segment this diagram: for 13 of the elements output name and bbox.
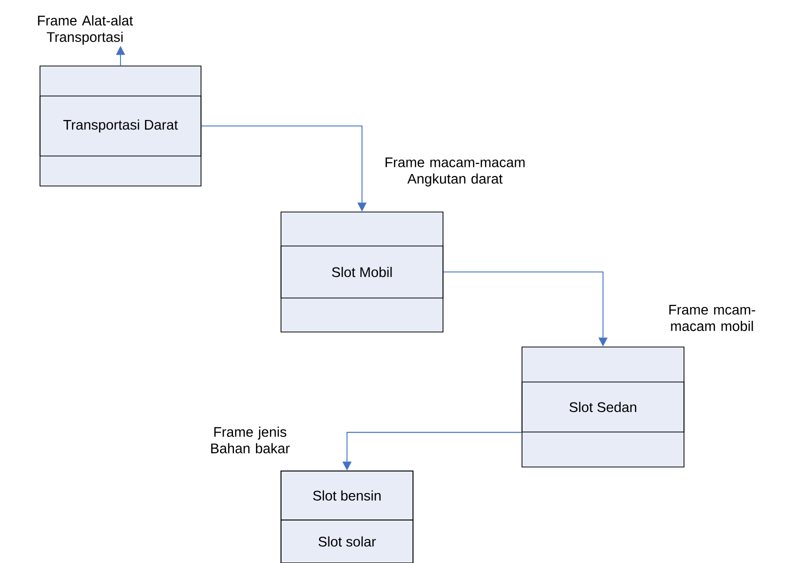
frame-box [40, 66, 202, 186]
frame-box [280, 212, 444, 332]
frame-box [280, 470, 414, 563]
slot-row: Slot Sedan [522, 382, 684, 432]
frame-label: Frame Alat-alat Transportasi [38, 15, 133, 45]
slot-row: Slot solar [280, 520, 414, 563]
frame-label: Frame mcam-macam mobil [669, 304, 756, 332]
slot-row: Slot bensin [280, 470, 414, 520]
frame-label: Frame macam-macam Angkutan darat [386, 158, 525, 186]
slot-row: Transportasi Darat [40, 96, 202, 156]
frame-label: Frame jenis Bahan bakar [211, 426, 290, 454]
frame-box [522, 346, 684, 468]
slot-row: Slot Mobil [280, 246, 444, 298]
